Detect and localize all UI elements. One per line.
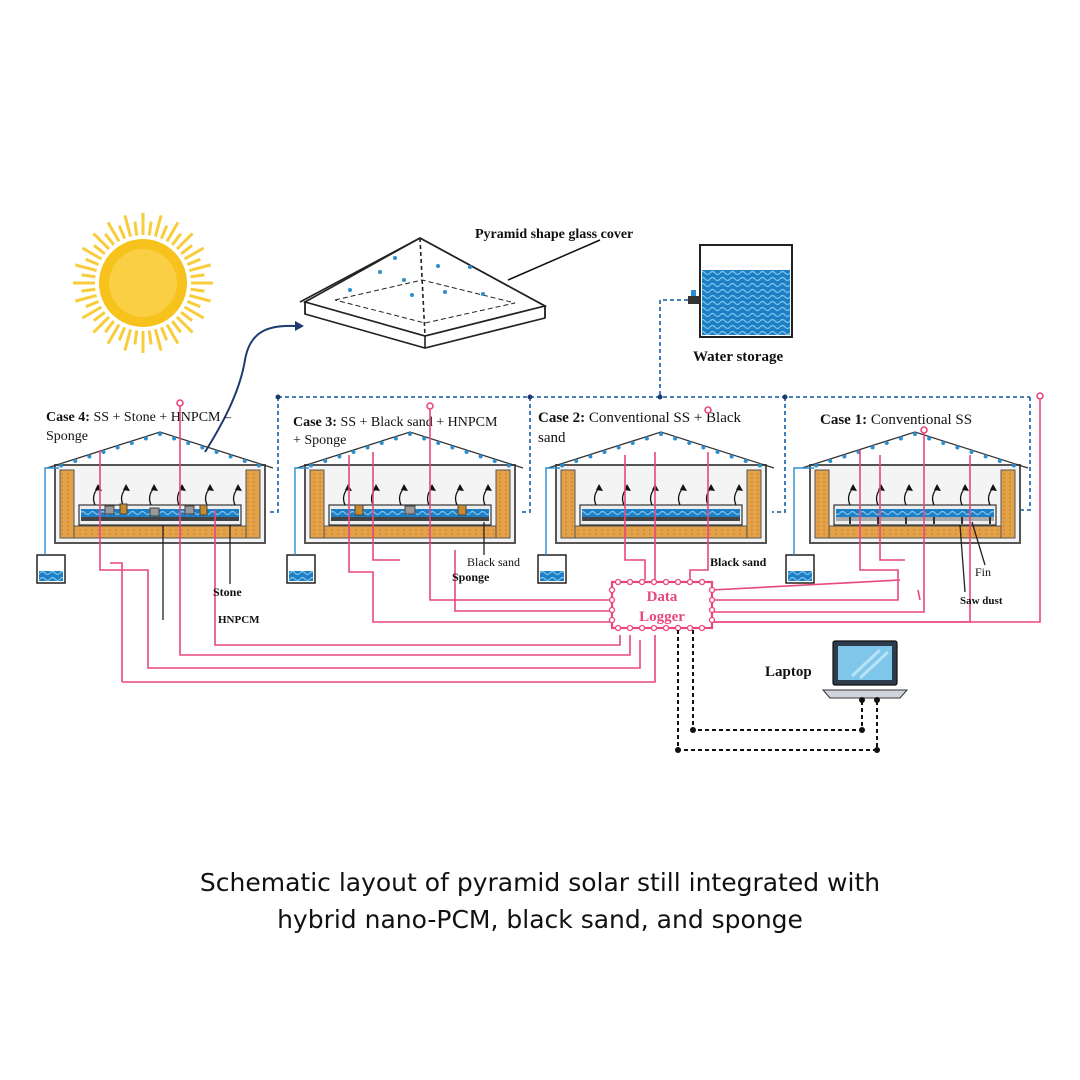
label-black-sand-case3: Black sand xyxy=(467,555,520,569)
label-hnpcm: HNPCM xyxy=(218,614,260,626)
case-2-label-line2: sand xyxy=(538,430,566,446)
case-3-label: Case 3: SS + Black sand + HNPCM xyxy=(293,415,498,430)
label-stone: Stone xyxy=(213,585,242,599)
laptop-icon xyxy=(821,640,909,699)
label-saw-dust: Saw dust xyxy=(960,595,1003,607)
solar-still-case-2 xyxy=(537,431,775,584)
case-4-label-line2: Sponge xyxy=(46,429,88,444)
solar-still-case-4 xyxy=(36,431,274,584)
water-supply-line xyxy=(268,299,1031,513)
cover-leader-line xyxy=(507,239,601,281)
label-sponge: Sponge xyxy=(452,570,490,584)
sun-icon xyxy=(73,213,213,353)
label-black-sand-case2: Black sand xyxy=(710,555,767,569)
case-2-label: Case 2: Conventional SS + Black xyxy=(538,410,742,426)
data-logger xyxy=(608,578,716,632)
water-storage-tank xyxy=(688,244,793,338)
cover-label: Pyramid shape glass cover xyxy=(475,227,633,242)
case-3-label-line2: + Sponge xyxy=(293,433,346,448)
pyramid-glass-cover xyxy=(299,237,548,349)
caption-line-2: hybrid nano-PCM, black sand, and sponge xyxy=(277,905,803,934)
laptop-connection xyxy=(677,630,878,751)
solar-still-case-1 xyxy=(785,431,1029,584)
water-storage-label: Water storage xyxy=(693,349,783,365)
cover-arrow xyxy=(204,324,296,453)
case-1-label: Case 1: Conventional SS xyxy=(820,412,972,428)
data-logger-label-2: Logger xyxy=(639,609,685,625)
data-logger-label-1: Data xyxy=(647,589,678,605)
label-fin: Fin xyxy=(975,565,991,579)
case-4-label: Case 4: SS + Stone + HNPCM – xyxy=(46,410,232,425)
part-leader-lines xyxy=(162,521,986,620)
caption-line-1: Schematic layout of pyramid solar still … xyxy=(199,868,881,897)
laptop-label: Laptop xyxy=(765,664,812,680)
solar-still-case-3 xyxy=(286,431,524,584)
